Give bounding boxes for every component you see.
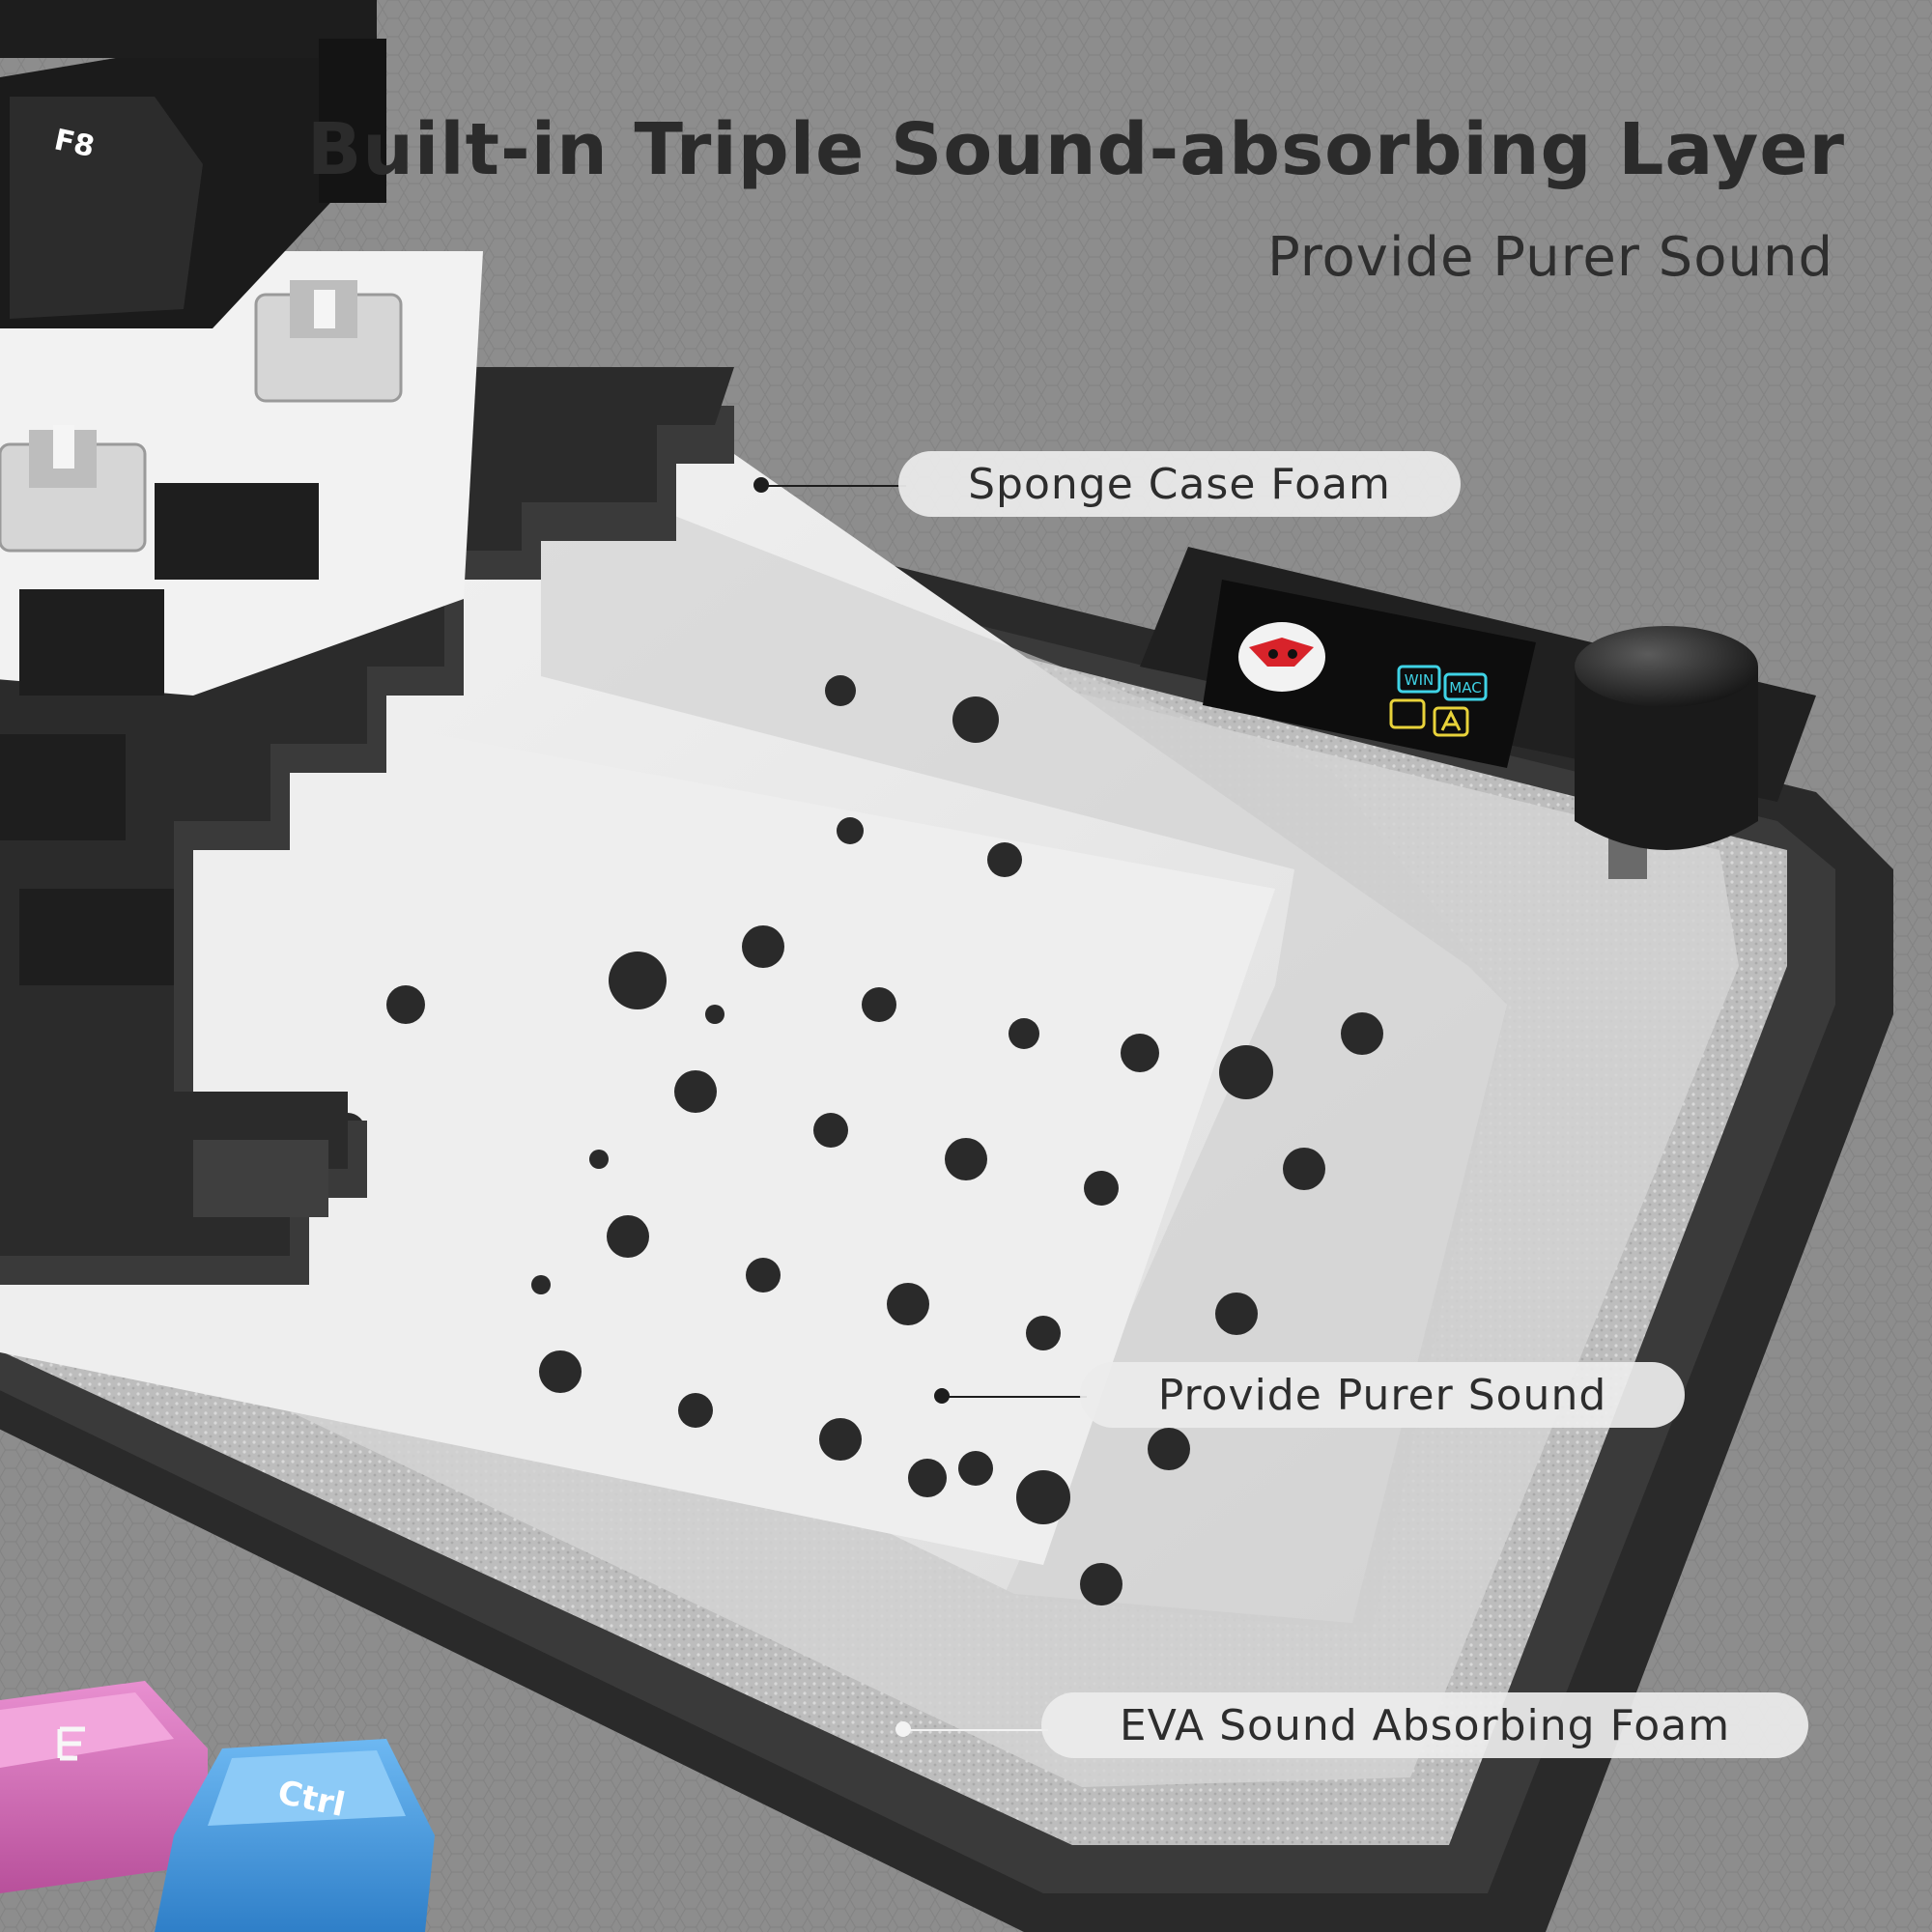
plate-holes bbox=[178, 675, 1383, 1605]
pcb-sheet bbox=[541, 464, 1507, 1633]
switch-cutout bbox=[0, 734, 126, 840]
mac-mode-label: MAC bbox=[1449, 679, 1481, 696]
headline-title: Built-in Triple Sound-absorbing Layer bbox=[306, 108, 1845, 191]
lock-icon bbox=[1389, 698, 1426, 729]
headline-subtitle: Provide Purer Sound bbox=[1266, 226, 1833, 289]
f8-key-label: F8 bbox=[51, 123, 98, 164]
win-mode-label: WIN bbox=[1405, 671, 1434, 689]
switch-cutout bbox=[155, 483, 319, 580]
f8-keycap bbox=[0, 0, 386, 328]
sponge-foam-leader bbox=[761, 485, 906, 487]
eva-foam-leader bbox=[903, 1729, 1048, 1731]
pink-keycap bbox=[0, 1681, 208, 1893]
mechanical-switch bbox=[0, 425, 147, 553]
edit-icon bbox=[57, 1726, 85, 1761]
switch-cutout bbox=[193, 1140, 328, 1217]
purer-sound-leader bbox=[942, 1396, 1087, 1398]
callout-eva-foam: EVA Sound Absorbing Foam bbox=[1041, 1692, 1808, 1758]
mac-mode-badge bbox=[1443, 672, 1488, 701]
mechanical-switch bbox=[254, 280, 403, 403]
caps-lock-letter-icon bbox=[1440, 709, 1462, 731]
caps-lock-icon bbox=[1433, 706, 1469, 737]
volume-knob bbox=[1575, 626, 1758, 879]
switch-cutout bbox=[19, 589, 164, 696]
owl-logo-icon bbox=[1238, 622, 1325, 692]
callout-sponge-case-foam: Sponge Case Foam bbox=[898, 451, 1461, 517]
switch-cutout bbox=[19, 889, 174, 985]
ctrl-keycap bbox=[155, 1739, 435, 1932]
callout-purer-sound: Provide Purer Sound bbox=[1080, 1362, 1685, 1428]
win-mode-badge bbox=[1397, 665, 1441, 694]
inner-plate bbox=[0, 696, 1275, 1565]
